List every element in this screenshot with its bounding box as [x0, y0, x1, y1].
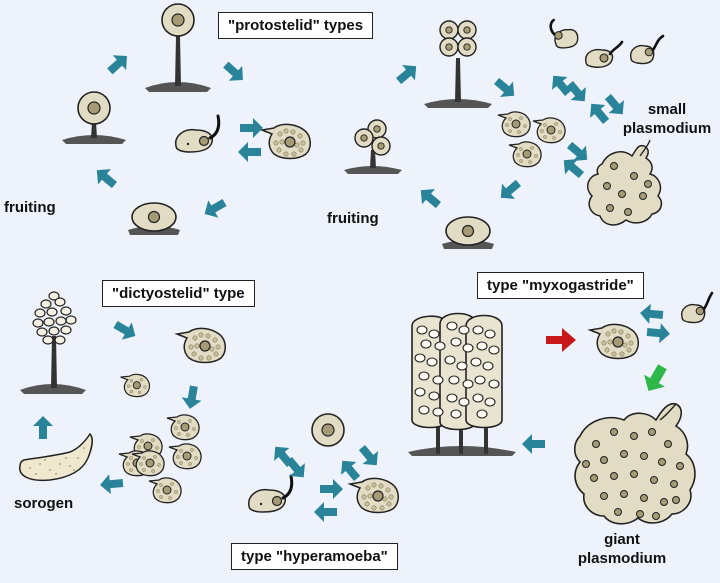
hyperamoeba-cycle	[247, 413, 400, 522]
arrow-green	[644, 364, 667, 391]
sporangia-cluster	[408, 312, 516, 456]
small-plasmodium	[587, 139, 663, 226]
sorogen-label: sorogen	[14, 495, 74, 512]
fruiting-body-small	[62, 91, 126, 144]
small-plasmodium-line1: small	[647, 101, 687, 118]
small-plasmodium-label: small plasmodium	[614, 100, 720, 138]
cyst-right	[441, 216, 495, 250]
giant-plasmodium-line1: giant	[604, 531, 640, 548]
myxogastride-cycle	[408, 291, 714, 525]
amoeba-left	[261, 123, 312, 160]
dictyostelid-cycle	[19, 291, 227, 504]
flagellate-cell-left	[174, 114, 221, 154]
small-amoebae	[497, 111, 566, 168]
giant-plasmodium	[573, 402, 696, 525]
amoeba-myxogastride	[589, 323, 640, 360]
protostelid-title: "protostelid" types	[218, 12, 374, 39]
flagellate-cell-hyperamoeba	[247, 474, 294, 514]
dictyostelid-title: "dictyostelid" type	[102, 280, 255, 307]
protostelid-multispore-cycle	[344, 18, 665, 250]
fruiting-label-mid: fruiting	[327, 210, 379, 227]
cyst-left	[127, 202, 181, 236]
sorogen-slug	[19, 432, 93, 482]
fruiting-body-four-spore	[424, 20, 492, 108]
fruiting-body-tall	[145, 3, 211, 92]
protostelid-cycle	[62, 3, 312, 236]
amoeba-hyperamoeba	[349, 477, 400, 514]
hyperamoeba-title: type "hyperamoeba"	[231, 543, 398, 570]
sorocarp	[20, 291, 86, 394]
flagellate-cells-top	[549, 18, 665, 69]
small-plasmodium-line2: plasmodium	[622, 120, 712, 137]
arrow-red	[546, 328, 576, 352]
fruiting-body-three-spore	[344, 119, 402, 174]
flagellate-cell-myxogastride	[681, 291, 714, 324]
myxogastride-title: type "myxogastride"	[477, 272, 644, 299]
amoeba-dictyostelid	[176, 327, 227, 364]
spore-hyperamoeba	[311, 413, 345, 447]
giant-plasmodium-label: giant plasmodium	[574, 530, 670, 568]
fruiting-label-left: fruiting	[4, 199, 56, 216]
giant-plasmodium-line2: plasmodium	[577, 550, 667, 567]
